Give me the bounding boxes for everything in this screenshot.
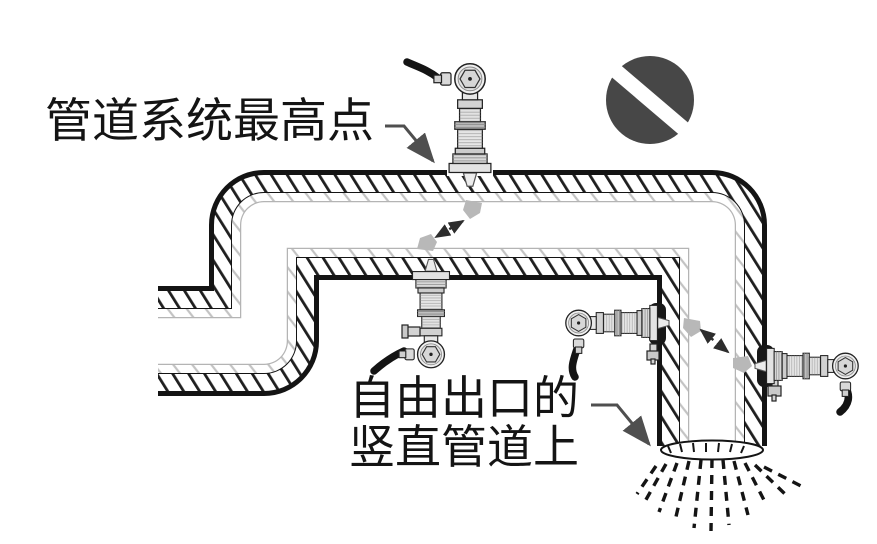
outlet-spray-icon xyxy=(635,458,802,532)
pipe-run xyxy=(158,170,767,446)
label-highest-point: 管道系统最高点 xyxy=(45,94,374,149)
sensor-tip-marker xyxy=(733,356,752,373)
label-free-outlet-line2: 竖直管道上 xyxy=(349,420,579,474)
transmitter-top-of-pipe xyxy=(433,62,492,188)
vent-stem xyxy=(401,324,782,402)
sensor-tip-marker xyxy=(463,200,482,219)
label-free-outlet: 自由出口的 竖直管道上 xyxy=(349,374,579,472)
sensor-tip-marker xyxy=(417,234,437,251)
sensor-tip-marker xyxy=(683,318,701,337)
label-free-outlet-line1: 自由出口的 xyxy=(349,371,579,425)
double-headed-dashed-arrow xyxy=(434,219,465,239)
position-markers-top-pipe xyxy=(417,200,482,251)
leader-arrow-highest-point xyxy=(385,124,435,164)
leader-arrow-free-outlet xyxy=(591,403,651,447)
pipe-outlet-mouth xyxy=(660,439,764,461)
position-markers-vertical-pipe xyxy=(683,318,752,373)
outlet-rim-ticks xyxy=(667,442,745,454)
prohibition-icon xyxy=(601,56,699,144)
